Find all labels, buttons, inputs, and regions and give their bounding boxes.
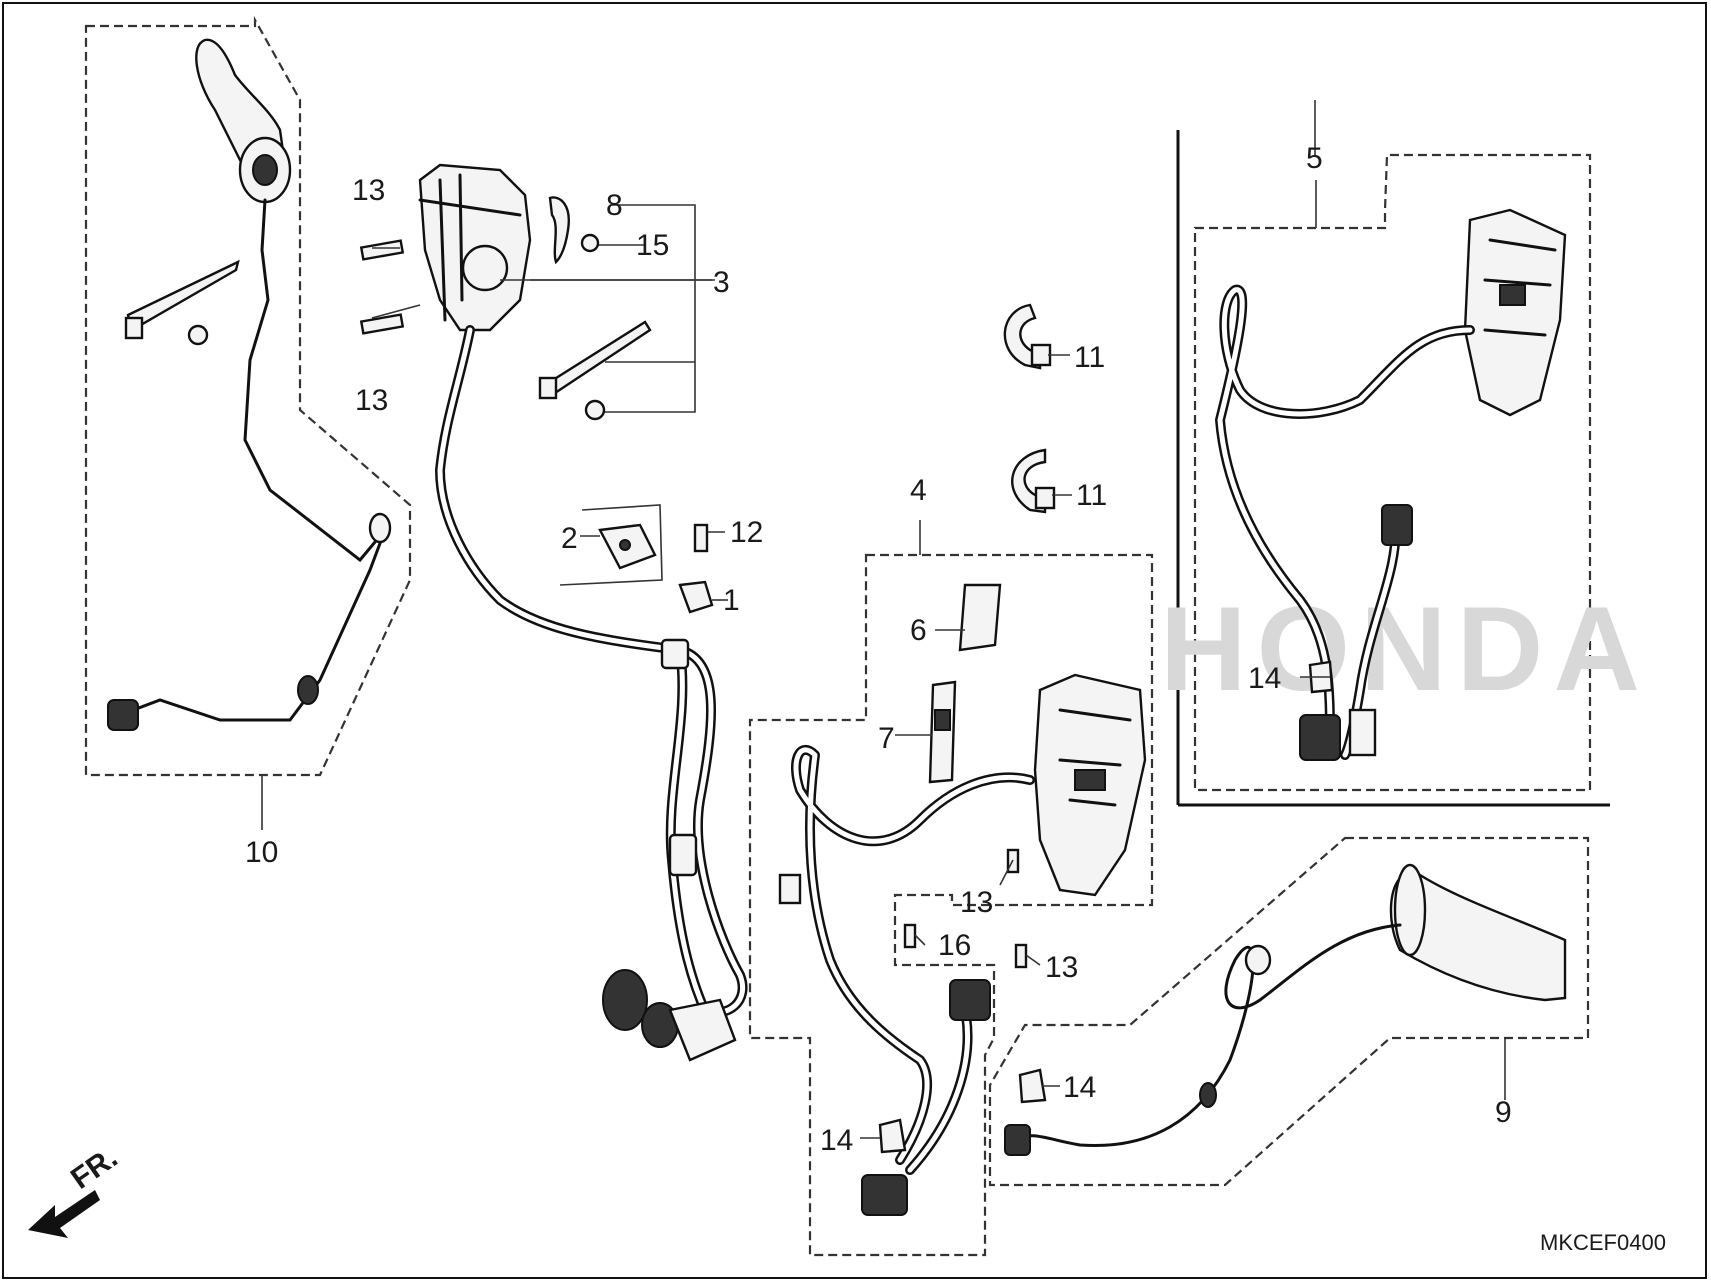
switch-part-6 — [958, 583, 1002, 652]
callout-14-upper: 14 — [1248, 662, 1281, 695]
callout-4: 4 — [910, 474, 927, 507]
callout-14-lower: 14 — [820, 1124, 853, 1157]
callout-9: 9 — [1495, 1096, 1512, 1129]
diagram-code: MKCEF0400 — [1540, 1230, 1666, 1255]
right-switch-accessory — [1463, 208, 1567, 417]
clip-11-lower — [1011, 448, 1056, 514]
callout-13-left: 13 — [355, 384, 388, 417]
callout-13-middle: 13 — [960, 886, 993, 919]
screw-12 — [693, 523, 709, 553]
clip-11-upper — [1003, 303, 1052, 370]
callout-11-lower: 11 — [1076, 479, 1107, 512]
right-switch-harness — [778, 745, 1035, 1216]
accessory-harness — [1215, 284, 1475, 761]
callout-6: 6 — [910, 614, 927, 647]
right-handlebar-switch — [1033, 673, 1147, 897]
switch-part-7 — [928, 680, 957, 784]
honda-watermark: HONDA — [1160, 582, 1650, 716]
left-handlebar-switch — [359, 163, 532, 335]
callout-11-upper: 11 — [1074, 341, 1105, 374]
clip-8-and-nut-15 — [538, 196, 652, 421]
group-10-outline — [84, 15, 412, 830]
callout-16: 16 — [938, 929, 971, 962]
callout-10: 10 — [245, 836, 278, 869]
front-direction-arrow — [28, 1190, 100, 1238]
leader-lines — [371, 100, 1330, 1139]
group-4-outline — [748, 520, 1154, 1257]
callout-1: 1 — [723, 584, 740, 617]
callout-5: 5 — [1306, 142, 1323, 175]
group-2-outline — [559, 504, 663, 586]
clip-14-lower-left — [878, 1118, 907, 1154]
group-9-outline — [988, 836, 1590, 1187]
left-switch-harness — [435, 325, 748, 1062]
front-label: FR. — [65, 1141, 124, 1196]
callout-8: 8 — [606, 189, 623, 222]
grip-heater-right — [1004, 863, 1567, 1156]
clamp-2 — [598, 523, 657, 570]
callout-13-lower: 13 — [1045, 951, 1078, 984]
callout-15: 15 — [636, 229, 669, 262]
callout-12: 12 — [730, 516, 763, 549]
callout-7: 7 — [878, 722, 895, 755]
grip-heater-left — [107, 38, 392, 731]
callout-2: 2 — [561, 522, 578, 555]
callout-13-top-left: 13 — [352, 174, 385, 207]
callout-14-right: 14 — [1063, 1071, 1096, 1104]
group-5-frame — [1176, 130, 1610, 807]
callout-3: 3 — [713, 266, 730, 299]
clamp-1 — [678, 580, 714, 614]
